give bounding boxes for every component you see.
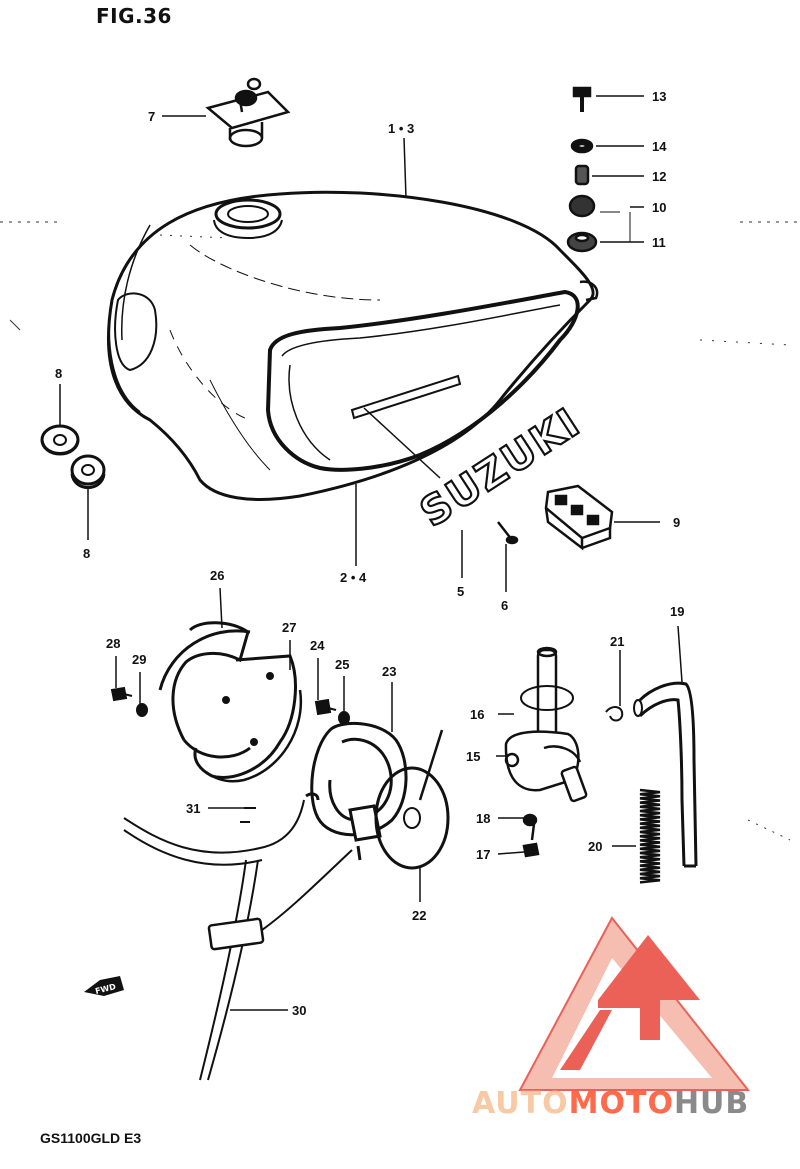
fuel-hose [633,681,698,868]
callout-30: 30 [292,1003,306,1018]
wire-harness [123,792,353,1081]
callout-19: 19 [670,604,684,619]
tank-emblem: SUZUKI [411,398,590,537]
callout-16: 16 [470,707,484,722]
callout-14: 14 [652,139,667,154]
callout-15: 15 [466,749,480,764]
watermark-text: AUTOMOTOHUB [472,1086,749,1121]
callout-31: 31 [186,801,200,816]
callout-20: 20 [588,839,602,854]
callout-27: 27 [282,620,296,635]
callout-11: 11 [652,235,666,250]
emblem-screw [497,521,519,545]
callout-18: 18 [476,811,490,826]
callout-28: 28 [106,636,120,651]
callout-labels: 13 14 12 10 11 7 1 • 3 8 8 2 • 4 5 6 9 2… [55,89,684,1018]
forward-arrow: FWD [84,976,124,996]
callout-8-upper: 8 [55,366,62,381]
callout-2-4: 2 • 4 [340,570,367,585]
fuel-cock [504,646,588,858]
tank-cushions [40,424,106,489]
callout-17: 17 [476,847,490,862]
callout-29: 29 [132,652,146,667]
callout-26: 26 [210,568,224,583]
callout-22: 22 [412,908,426,923]
callout-23: 23 [382,664,396,679]
callout-6: 6 [501,598,508,613]
emblem-text: SUZUKI [412,399,589,536]
model-code: GS1100GLD E3 [40,1130,142,1146]
watermark-hub: HUB [673,1086,750,1121]
hose-clip [605,706,624,722]
mounting-hardware-stack [566,86,631,253]
leader-lines [59,95,683,1011]
rubber-damper [544,484,614,551]
callout-24: 24 [310,638,325,653]
fuel-gauge-gaskets [158,621,303,783]
watermark-moto: MOTO [568,1086,674,1121]
callout-5: 5 [457,584,464,599]
callout-10: 10 [652,200,666,215]
fuel-tank [107,190,599,501]
callout-7: 7 [148,109,155,124]
callout-8-lower: 8 [83,546,90,561]
bolts-and-washers [110,686,350,725]
callout-12: 12 [652,169,666,184]
callout-21: 21 [610,634,624,649]
callout-1-3: 1 • 3 [388,121,414,136]
callout-13: 13 [652,89,666,104]
filter-spring [639,788,661,884]
fuel-gauge-sender [310,721,450,870]
fuel-cap [205,77,291,148]
scan-marks [0,221,800,841]
watermark-auto: AUTO [472,1086,569,1121]
callout-25: 25 [335,657,349,672]
watermark-logo [518,916,751,1091]
figure-title: FIG.36 [96,4,172,28]
callout-9: 9 [673,515,680,530]
